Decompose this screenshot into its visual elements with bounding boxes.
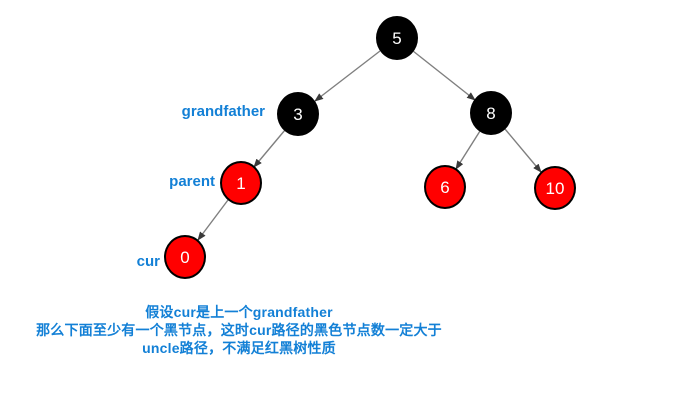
node-value: 10 (545, 178, 565, 198)
tree-node-5: 5 (376, 16, 418, 60)
tree-node-6: 6 (424, 165, 466, 209)
node-value: 5 (392, 28, 402, 48)
caption-line-1: 假设cur是上一个grandfather (145, 304, 333, 320)
caption-line-2: 那么下面至少有一个黑节点，这时cur路径的黑色节点数一定大于 (36, 322, 442, 338)
edge-5-8 (412, 50, 476, 101)
node-value: 6 (440, 177, 450, 197)
edge-8-10 (504, 128, 542, 173)
edge-1-0 (197, 199, 229, 241)
node-value: 3 (293, 104, 303, 124)
tree-node-10: 10 (534, 166, 576, 210)
label-parent: parent (169, 173, 215, 190)
tree-node-0: 0 (164, 235, 206, 279)
tree-node-3: 3 (277, 92, 319, 136)
caption: 假设cur是上一个grandfather 那么下面至少有一个黑节点，这时cur路… (0, 303, 478, 357)
label-cur: cur (136, 253, 160, 270)
caption-line-3: uncle路径，不满足红黑树性质 (142, 340, 336, 356)
node-value: 1 (236, 173, 246, 193)
label-grandfather: grandfather (181, 103, 265, 120)
edge-5-3 (314, 50, 381, 102)
node-value: 0 (180, 247, 190, 267)
tree-node-8: 8 (470, 91, 512, 135)
edge-8-6 (455, 130, 481, 170)
tree-node-1: 1 (220, 161, 262, 205)
node-value: 8 (486, 103, 496, 123)
edge-3-1 (253, 129, 286, 168)
